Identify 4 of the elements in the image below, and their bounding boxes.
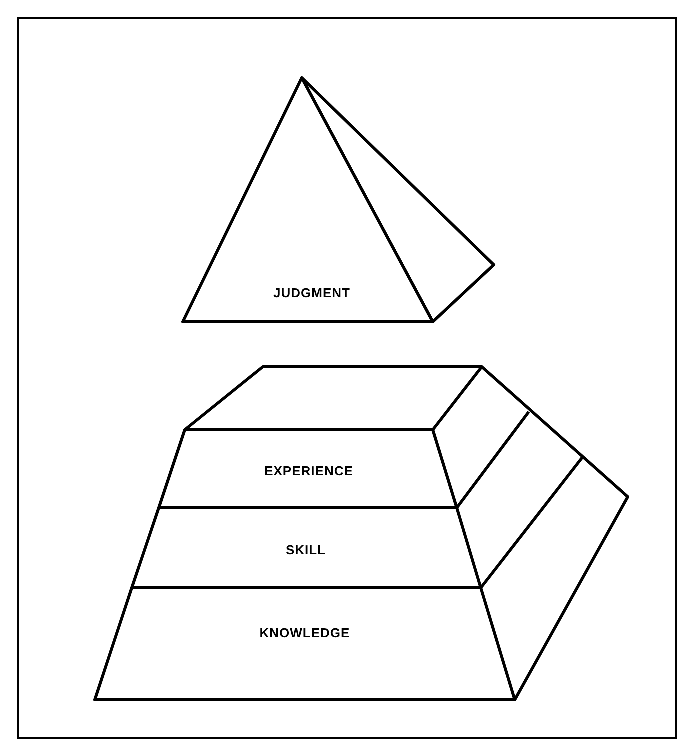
layer-label: EXPERIENCE — [264, 464, 354, 478]
layer-label: JUDGMENT — [274, 286, 350, 300]
layer-label: KNOWLEDGE — [260, 626, 350, 640]
layer-label: SKILL — [286, 542, 326, 558]
